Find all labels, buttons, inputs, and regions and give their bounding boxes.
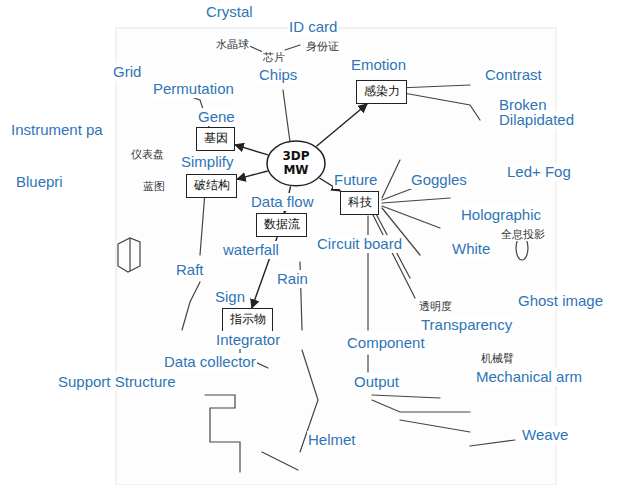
annotation-label: Output [353,373,400,391]
annotation-label: Crystal [205,3,254,21]
annotation-label: Helmet [307,431,357,449]
sketch-line [372,213,415,298]
sketch-line [382,198,450,203]
annotation-label: waterfall [222,241,280,259]
sketch-note: 芯片 [262,51,286,64]
sketch-strokes [118,42,528,472]
sketch-line [285,45,300,50]
annotation-label: Future [333,171,378,189]
node-text: 指示物 [230,312,266,326]
annotation-label: Simplify [180,153,235,171]
annotation-label: Bluepri [15,173,64,191]
circle-outline [267,141,325,186]
annotation-label: Chips [258,66,298,84]
annotation-label: Instrument pa [10,121,104,139]
annotation-label: White [451,240,491,258]
topic-box: 指示物 [222,308,273,332]
sketch-note: 全息投影 [500,228,546,241]
annotation-label: Dilapidated [498,111,575,129]
annotation-label: Weave [521,426,569,444]
connector [235,145,268,155]
sketch-line [283,90,290,142]
central-circle: 3DP MW [266,140,326,187]
annotation-label: Led+ Fog [506,163,572,181]
annotation-label: Transparency [420,316,513,334]
annotation-label: Holographic [460,206,542,224]
annotation-label: Grid [112,63,142,81]
annotation-label: Raft [175,261,205,279]
paper-sheet [116,28,556,485]
topic-box: 破结构 [186,174,237,198]
topic-box: 科技 [340,191,379,215]
annotation-label: Support Structure [57,373,177,391]
sketch-line [182,282,200,330]
sketch-line [262,452,298,470]
node-text: 数据流 [264,217,300,231]
support-sketch [205,395,240,472]
node-text: 科技 [348,195,372,209]
annotation-label: Gene [197,108,236,126]
sketch-line [372,400,470,412]
annotation-label: Component [346,334,426,352]
sketch-line [367,355,368,372]
cube-sketch [118,238,140,272]
node-text: 破结构 [194,178,230,192]
annotation-label: Emotion [350,56,407,74]
sketch-line [372,395,440,398]
sketch-note: 透明度 [418,300,453,313]
node-text: 3DP MW [279,149,313,178]
sketch-line [470,440,515,446]
sketch-note: 机械臂 [480,352,515,365]
annotation-label: Sign [214,288,246,306]
sketch-note: 仪表盘 [130,148,165,161]
annotation-label: Contrast [484,66,543,84]
connector [237,171,268,179]
annotation-label: Goggles [410,171,468,189]
topic-box: 感染力 [356,80,407,104]
sketch-note: 蓝图 [142,180,166,193]
node-text: 感染力 [364,84,400,98]
annotation-label: Data collector [163,353,257,371]
annotation-label: Permutation [152,80,235,98]
sketch-note: 身份证 [305,40,340,53]
node-text: 基因 [204,131,228,145]
annotation-label: Data flow [250,193,315,211]
annotation-label: Circuit board [316,235,403,253]
topic-box: 数据流 [256,213,307,237]
sketch-note: 水晶球 [215,38,250,51]
sketch-line [200,192,205,255]
sketch-line [382,206,440,228]
annotation-label: Ghost image [517,292,604,310]
sketch-line [382,160,400,198]
sketch-line [400,420,470,432]
annotation-label: ID card [288,18,338,36]
topic-box: 基因 [196,127,235,151]
sketch-line [367,216,368,330]
connector [316,104,367,146]
annotation-label: Mechanical arm [475,368,583,386]
annotation-label: Integrator [215,331,281,349]
sketch-line [398,85,470,88]
sketch-line [398,92,480,120]
annotation-label: Rain [276,270,309,288]
